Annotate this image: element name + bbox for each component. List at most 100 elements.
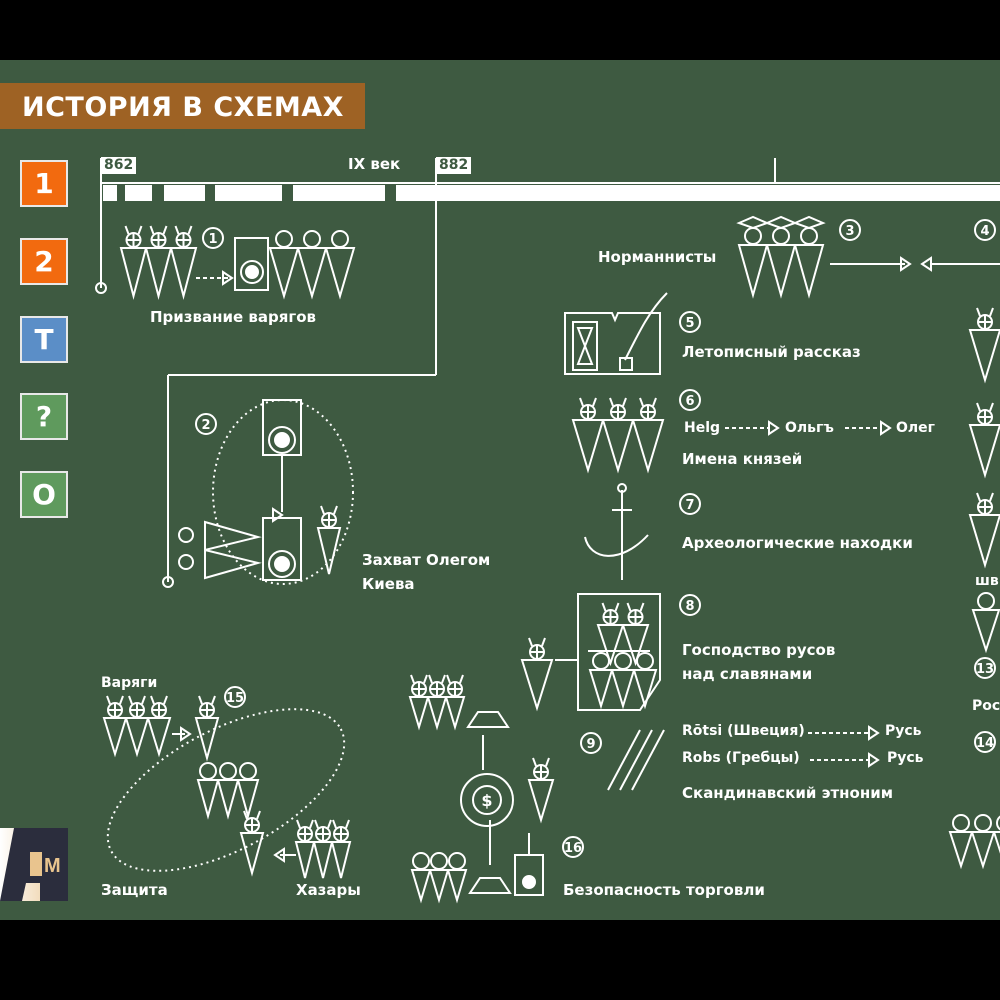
warrior-head [178,527,194,543]
label-domination-2: над славянами [682,665,813,683]
step-number-3: 3 [845,224,854,239]
nav-button-o[interactable]: O [20,471,68,518]
step-number-1-ring [202,227,224,249]
arrow-head-icon [180,726,192,742]
person-body [294,841,316,879]
timeline-segment [293,185,385,201]
step-number-2-ring [195,413,217,435]
scholar-head [772,227,790,245]
person-body [737,244,769,299]
person-body [426,696,448,731]
helmet-horns [609,397,627,407]
helmet-horns [639,397,657,407]
quill-icon [624,292,668,361]
person-body [296,247,328,300]
slav-head [448,852,466,870]
step-number-14: 14 [976,736,994,751]
money-bags-icon [468,877,512,894]
timeline-segment [164,185,205,201]
helmet-horns [124,225,143,235]
helmet-horns [976,492,994,502]
label-chronicle: Летописный рассказ [682,343,861,361]
helmet-horns [410,674,428,684]
person-body [444,696,466,731]
scholar-head [800,227,818,245]
throne-ring [240,260,264,284]
person-body [571,419,605,474]
helmet-horns [579,397,597,407]
step-number-14-ring [974,731,996,753]
arrow-head-icon [222,270,234,286]
person-body [408,696,430,731]
person-body [324,247,356,300]
helmet-horns [174,225,193,235]
person-body [621,624,650,667]
slav-head [331,230,349,248]
helmet-horns [976,402,994,412]
arrow-head-icon [900,256,912,272]
am-logo: M [0,828,68,901]
name-olg: Ольгъ [785,420,834,436]
helmet-horns [243,810,261,820]
label-partial-ros: Рос [972,698,1000,714]
army-wedge [204,520,262,552]
person-body [146,717,172,758]
person-body [196,779,220,820]
arrow-head-icon [272,507,284,523]
person-body [312,841,334,879]
label-calling: Призвание варягов [150,308,317,326]
label-ethnonym: Скандинавский этноним [682,784,893,802]
throne-core [245,265,259,279]
step-number-8-ring [679,594,701,616]
step-number-9: 9 [586,737,595,752]
arrow-head-icon [768,420,780,436]
page-title: ИСТОРИЯ В СХЕМАХ [22,92,344,123]
step-number-2: 2 [201,418,210,433]
person-body [236,779,260,820]
nav-button-1[interactable]: 1 [20,160,68,207]
graduation-cap-icon [792,215,826,230]
person-body [948,831,974,870]
helmet-horns [150,695,168,705]
slav-head [977,592,995,610]
nav-button-question[interactable]: ? [20,393,68,440]
step-number-16-ring [562,836,584,858]
nav-button-text[interactable]: T [20,316,68,363]
nav-button-2[interactable]: 2 [20,238,68,285]
person-body [968,424,1000,479]
person-body [216,779,240,820]
helmet-horns [149,225,168,235]
helmet-horns [296,819,314,829]
slav-head [592,652,610,670]
person-body [239,832,265,877]
helmet-horns [601,602,620,612]
timeline-node [162,576,174,588]
trade-cycle-icon [460,773,514,827]
timeline-segment [215,185,282,201]
person-body [596,624,625,667]
oar-icon [607,729,641,791]
prince-throne [262,517,302,581]
person-body [316,527,342,575]
hourglass-glass [576,327,594,365]
person-body [428,869,450,904]
step-number-13: 13 [976,662,994,677]
helmet-horns [532,757,550,767]
person-body [631,419,665,474]
slav-head [199,762,217,780]
person-body [102,717,128,758]
step-number-16: 16 [564,841,582,856]
step-number-9-ring [580,732,602,754]
person-body [970,831,996,870]
dotted-orbit [212,399,354,585]
step-number-3-ring [839,219,861,241]
person-body [765,244,797,299]
prince-throne [262,399,302,456]
throne-core [274,432,290,448]
timeline-segment [396,185,1000,201]
slav-head [614,652,632,670]
person-body [194,717,220,762]
label-archaeology: Археологические находки [682,534,913,552]
oar-icon [619,729,653,791]
